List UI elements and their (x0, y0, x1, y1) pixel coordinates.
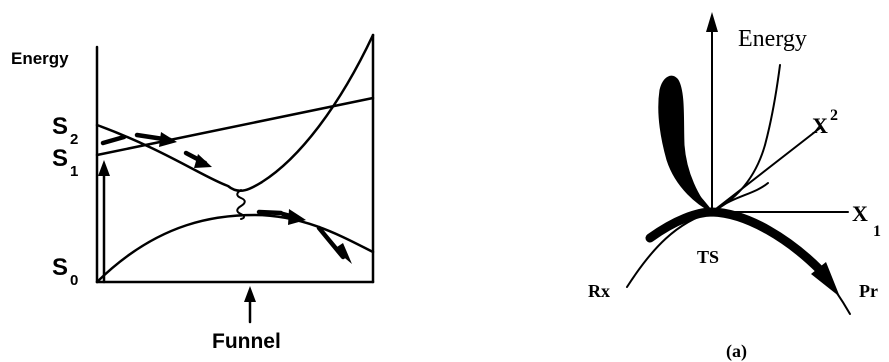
x2-label-main: X (812, 113, 828, 138)
s1-label-sub: 1 (70, 163, 78, 180)
excitation-arrow-head (98, 160, 110, 176)
s1-label-main: S (52, 145, 68, 172)
path-arrowhead-1 (159, 132, 177, 147)
x2-label-sub: 2 (830, 107, 838, 124)
s1-label: S 1 (52, 145, 78, 180)
funnel-decay-wavy-line (236, 189, 246, 220)
path-arrowhead-4 (334, 243, 352, 264)
s0-label-main: S (52, 254, 68, 281)
s0-label: S 0 (52, 254, 78, 289)
path-dash-4 (256, 209, 284, 216)
reactant-valley-blob (658, 75, 713, 213)
panel-caption: (a) (726, 341, 747, 362)
surface-curve-upper (716, 182, 769, 210)
s0-label-sub: 0 (70, 272, 78, 289)
s0-relaxation-path (256, 209, 352, 264)
s0-potential-curve (95, 213, 375, 284)
funnel-energy-diagram: Energy S 2 S 1 S 0 Funnel (11, 33, 375, 353)
transition-state-diagram: Energy X 2 X 1 TS Rx Pr (a) (588, 12, 881, 362)
s2-label-sub: 2 (70, 131, 78, 148)
s1-potential-curve (95, 33, 375, 192)
energy-axis-arrowhead (706, 12, 718, 32)
path-arrowhead-2 (194, 154, 212, 168)
s2-label: S 2 (52, 113, 78, 148)
x1-label-main: X (852, 201, 868, 226)
x1-label: X 1 (852, 201, 881, 240)
funnel-pointer-head (244, 286, 256, 302)
rx-label: Rx (588, 281, 610, 301)
pr-label: Pr (859, 281, 878, 301)
path-arrowhead-3 (288, 209, 306, 225)
s2-label-main: S (52, 113, 68, 140)
s1-relaxation-path (100, 132, 212, 168)
reaction-path-thick (645, 207, 825, 275)
x2-label: X 2 (812, 107, 838, 138)
valley-wall-curve (711, 64, 781, 213)
energy-label: Energy (738, 26, 807, 52)
energy-axis-label: Energy (11, 49, 69, 68)
ts-label: TS (697, 247, 719, 267)
x1-label-sub: 1 (873, 223, 881, 240)
product-path-arrowhead (811, 262, 840, 297)
funnel-label: Funnel (212, 330, 281, 353)
path-dash-1 (100, 134, 127, 146)
x2-axis-line (711, 127, 821, 213)
